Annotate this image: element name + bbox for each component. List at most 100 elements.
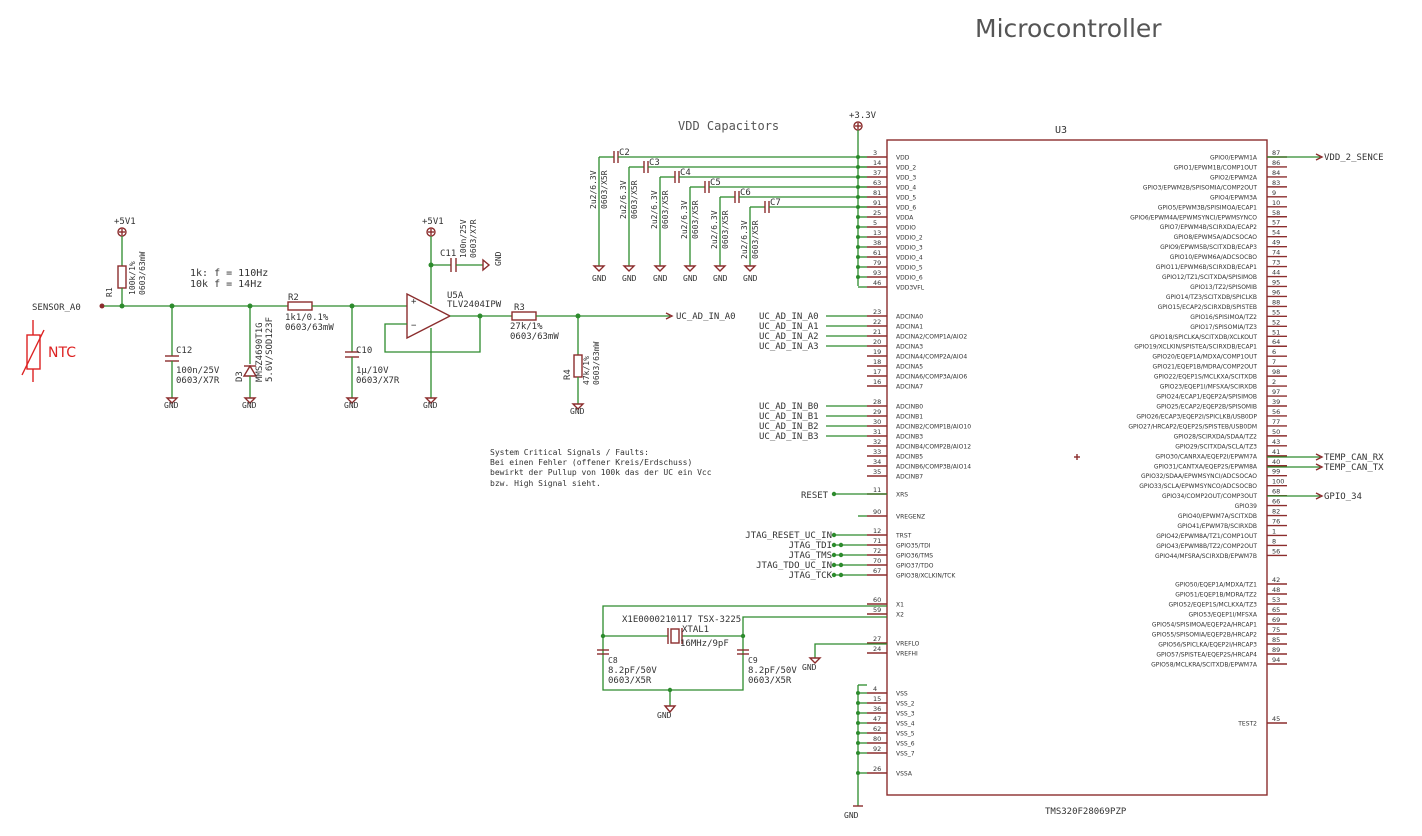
mcu-pin-num: 18 — [873, 358, 881, 366]
mcu-pin-num: 53 — [1272, 596, 1280, 604]
gnd-d3: GND — [242, 401, 257, 410]
mcu-pin-num: 4 — [873, 685, 877, 693]
mcu-pin-num: 99 — [1272, 468, 1280, 476]
ntc-label: NTC — [48, 345, 76, 361]
mcu-pin-num: 69 — [1272, 616, 1280, 624]
mcu-pin-name: VDDIO_5 — [896, 265, 923, 272]
c12-value: 100n/25V — [176, 366, 220, 376]
mcu-pin-name: ADCINA3 — [896, 344, 923, 351]
mcu-pin-name: GPIO50/EQEP1A/MDXA/TZ1 — [1175, 582, 1257, 589]
mcu-pin-name: GPIO13/TZ2/SPISOMIB — [1190, 284, 1257, 291]
mcu-pin-name: GPIO51/EQEP1B/MDRA/TZ2 — [1175, 592, 1257, 599]
mcu-pin-num: 48 — [1272, 586, 1280, 594]
mcu-pin-num: 24 — [873, 645, 881, 653]
mcu-pin-name: GPIO53/EQEP1I/MFSXA — [1189, 612, 1258, 619]
gnd-c10: GND — [344, 401, 359, 410]
mcu-pin-num: 8 — [1272, 537, 1276, 545]
mcu-pin-name: VDDIO_4 — [896, 255, 923, 262]
mcu-pin-num: 63 — [873, 179, 881, 187]
mcu-pin-num: 44 — [1272, 269, 1280, 277]
mcu-pin-name: X2 — [896, 612, 904, 619]
gnd-vdd-cap: GND — [743, 274, 758, 283]
mcu-pin-num: 100 — [1272, 478, 1284, 486]
mcu-pin-name: GPIO20/EQEP1A/MDXA/COMP1OUT — [1152, 354, 1257, 361]
gnd-vdd-cap: GND — [653, 274, 668, 283]
svg-text:−: − — [411, 321, 417, 331]
net-jtag: JTAG_TDO_UC_IN — [756, 561, 832, 571]
reset-jtag-nets: RESET JTAG_RESET_UC_INJTAG_TDIJTAG_TMSJT… — [745, 491, 887, 581]
mcu-pin-name: VDDA — [896, 215, 914, 222]
mcu-pin-num: 62 — [873, 725, 881, 733]
mcu-pin-num: 22 — [873, 318, 881, 326]
opamp-value: TLV2404IPW — [447, 300, 502, 310]
gnd-r4: GND — [570, 407, 585, 416]
mcu-pin-name: GPIO56/SPICLKA/EQEP2I/HRCAP3 — [1158, 642, 1257, 649]
mcu-pin-name: GPIO3/EPWM2B/SPISOMIA/COMP2OUT — [1143, 184, 1258, 191]
mcu-pin-num: 68 — [1272, 488, 1280, 496]
vdd-cap-ref: C3 — [649, 158, 660, 168]
note-line-4: bzw. High Signal sieht. — [490, 479, 601, 488]
c8-ref: C8 — [608, 656, 618, 665]
mcu-pin-name: GPIO22/EQEP1S/MCLKXA/SCITXDB — [1154, 374, 1257, 381]
r2-value: 1k1/0.1% — [285, 313, 329, 323]
mcu-pin-name: GPIO24/ECAP1/EQEP2A/SPISIMOB — [1156, 394, 1257, 401]
mcu-pin-num: 32 — [873, 438, 881, 446]
mcu-pin-name: ADCINA4/COMP2A/AIO4 — [896, 354, 967, 361]
mcu-pin-num: 30 — [873, 418, 881, 426]
vdd-cap-value: 2u2/6.3V — [740, 220, 749, 259]
adc-input-nets: UC_AD_IN_A0UC_AD_IN_A1UC_AD_IN_A2UC_AD_I… — [759, 312, 867, 442]
net-gpio-34: GPIO_34 — [1324, 492, 1362, 502]
vdd-cap-ref: C7 — [770, 198, 781, 208]
mcu-pin-num: 90 — [873, 508, 881, 516]
mcu-pin-num: 55 — [1272, 308, 1280, 316]
d3-value: MMSZ4690T1G — [255, 322, 265, 382]
mcu-pin-num: 73 — [1272, 259, 1280, 267]
c12-pkg: 0603/X7R — [176, 376, 220, 386]
mcu-pin-num: 77 — [1272, 418, 1280, 426]
mcu-pin-num: 34 — [873, 458, 881, 466]
mcu-pin-name: VDD — [896, 155, 910, 162]
vdd-cap-ref: C4 — [680, 168, 691, 178]
c11-pkg: 0603/X7R — [469, 219, 478, 258]
mcu-pin-name: ADCINA6/COMP3A/AIO6 — [896, 374, 967, 381]
mcu-left-pins: 3VDD14VDD_237VDD_363VDD_481VDD_591VDD_62… — [867, 149, 971, 778]
r4-ref: R4 — [563, 369, 573, 380]
mcu-pin-name: GPIO9/EPWM5B/SCITXDB/ECAP3 — [1160, 244, 1257, 251]
mcu-pin-num: 65 — [1272, 606, 1280, 614]
r1-ref: R1 — [105, 287, 114, 297]
mcu-pin-name: GPIO19/XCLKIN/SPISTEA/SCIRXDB/ECAP1 — [1134, 344, 1257, 351]
mcu-pin-name: GPIO16/SPISIMOA/TZ2 — [1190, 314, 1257, 321]
mcu-pin-name: VDDIO_6 — [896, 275, 923, 282]
mcu-pin-num: 83 — [1272, 179, 1280, 187]
mcu-ref: U3 — [1055, 125, 1067, 136]
net-jtag: JTAG_TMS — [789, 551, 832, 561]
net-uc-ad-in-a0: UC_AD_IN_A0 — [676, 312, 736, 322]
mcu-pin-num: 13 — [873, 229, 881, 237]
mcu-pin-name: GPIO2/EPWM2A — [1210, 174, 1258, 181]
c9-pkg: 0603/X5R — [748, 676, 792, 686]
net-reset: RESET — [801, 491, 829, 501]
net-vdd-2-sence: VDD_2_SENCE — [1324, 153, 1384, 163]
mcu-pin-name: ADCINA7 — [896, 384, 923, 391]
filter-note-2: 10k f = 14Hz — [190, 279, 262, 290]
mcu-pin-num: 75 — [1272, 626, 1280, 634]
mcu-pin-num: 36 — [873, 705, 881, 713]
mcu-pin-name: GPIO26/ECAP3/EQEP2I/SPICLKB/USB0DP — [1136, 413, 1257, 420]
vdd-cap-value: 2u2/6.3V — [680, 200, 689, 239]
mcu-pin-num: 10 — [1272, 199, 1280, 207]
mcu-pin-num: 27 — [873, 635, 881, 643]
mcu-pin-name: GPIO28/SCIRXDA/SDAA/TZ2 — [1174, 433, 1258, 440]
mcu-pin-num: 5 — [873, 219, 877, 227]
gnd-vdd-cap: GND — [622, 274, 637, 283]
note-line-3: bewirkt der Pullup von 100k das der UC e… — [490, 468, 712, 477]
mcu-pin-num: 79 — [873, 259, 881, 267]
mcu-pin-name: GPIO55/SPISOMIA/EQEP2B/HRCAP2 — [1152, 632, 1257, 639]
vdd-cap-value: 2u2/6.3V — [650, 190, 659, 229]
gnd-c12: GND — [164, 401, 179, 410]
mcu-pin-num: 15 — [873, 695, 881, 703]
mcu-pin-name: VSS_7 — [896, 751, 915, 758]
mcu-pin-name: GPIO41/EPWM7B/SCIRXDB — [1177, 523, 1257, 530]
svg-text:+: + — [411, 297, 417, 307]
mcu-pin-name: VDDIO_3 — [896, 245, 923, 252]
